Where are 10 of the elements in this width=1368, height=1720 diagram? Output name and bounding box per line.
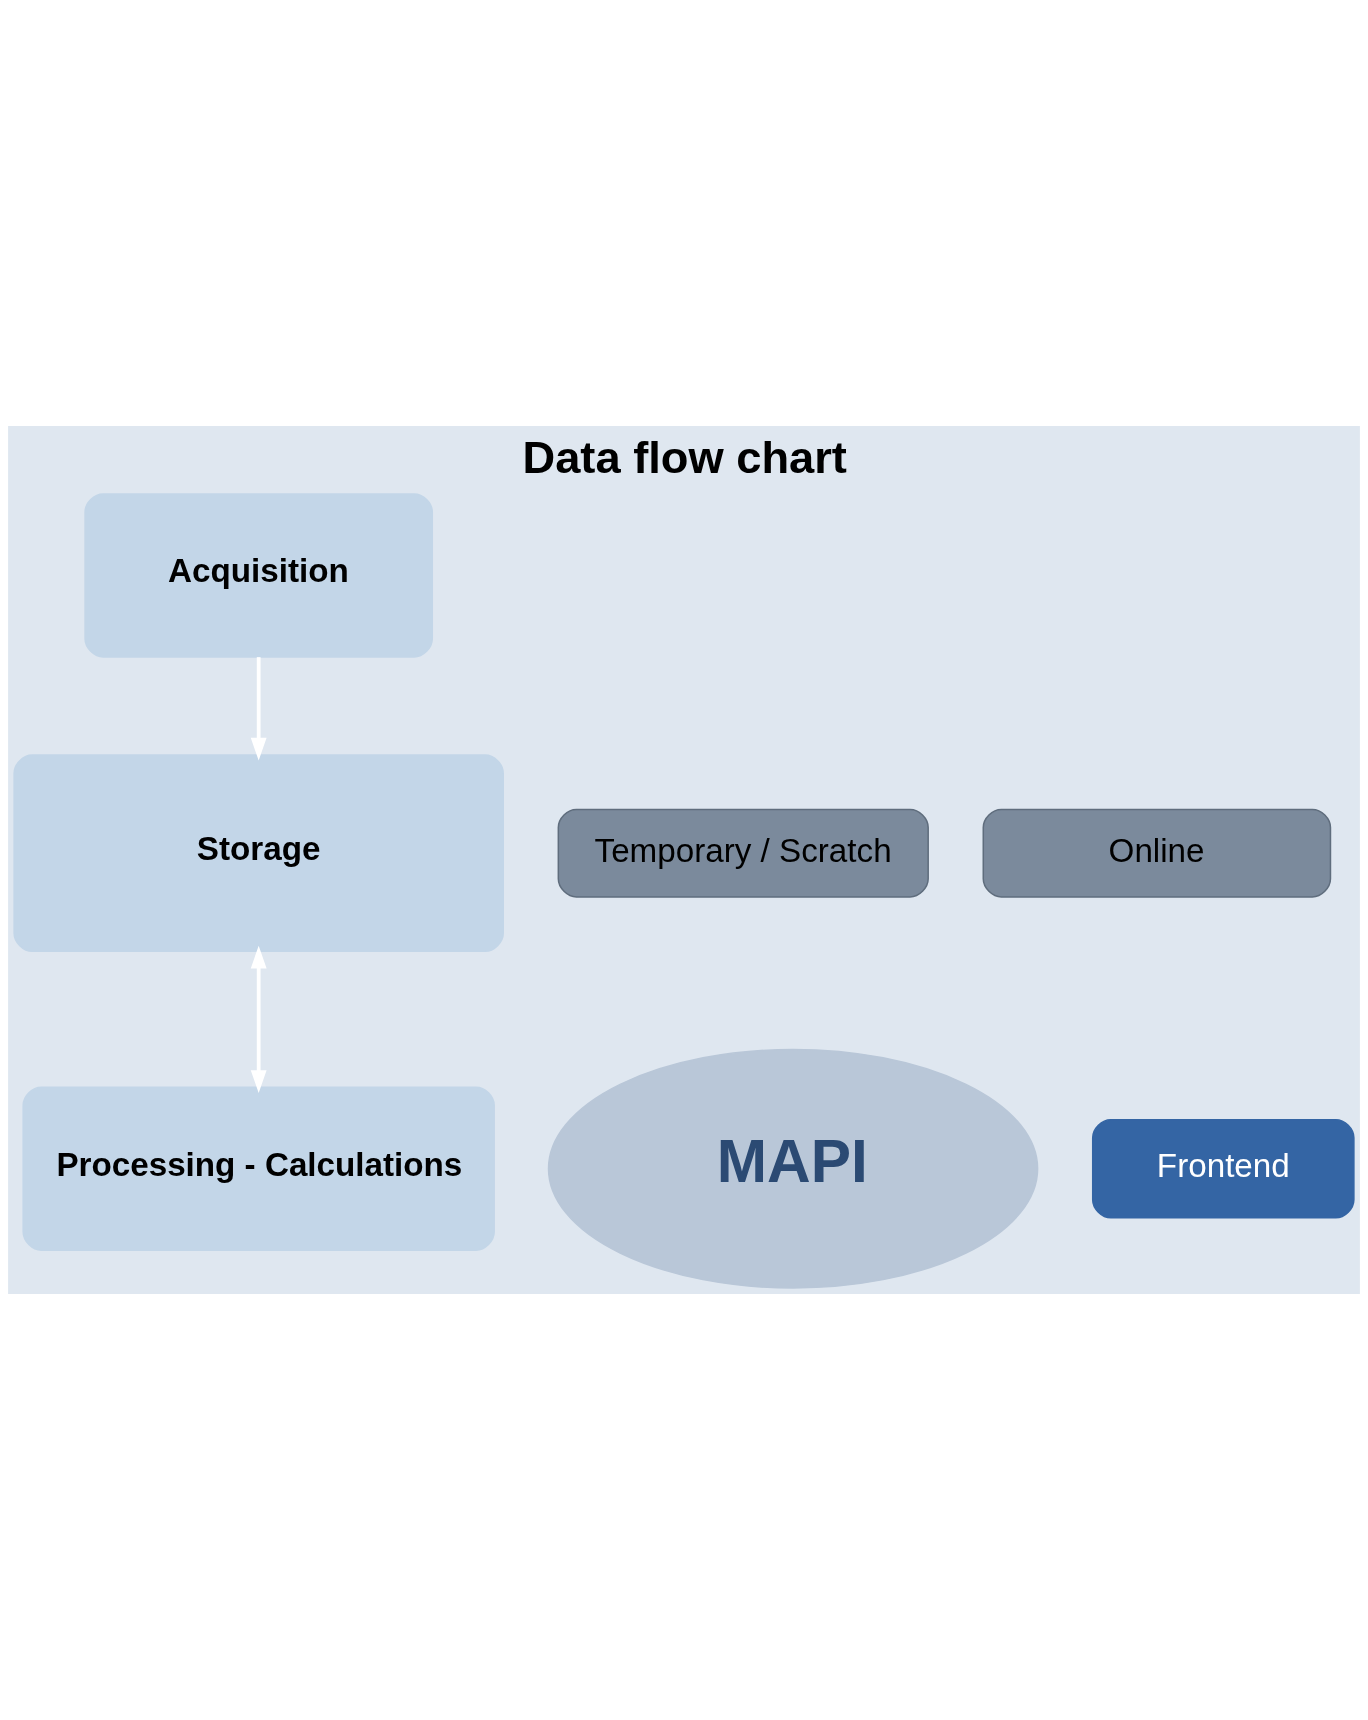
node-box: Storage bbox=[13, 754, 504, 953]
arrow bbox=[250, 657, 267, 761]
node-box: Frontend bbox=[1091, 1118, 1355, 1219]
diagram-title: Data flow chart bbox=[522, 431, 847, 483]
node-box: Online bbox=[982, 808, 1332, 898]
node-box: Acquisition bbox=[84, 493, 434, 658]
node-ellipse: MAPI bbox=[547, 1048, 1039, 1289]
arrow bbox=[250, 945, 267, 1093]
node-box: Processing - Calculations bbox=[22, 1086, 495, 1251]
node-box: Temporary / Scratch bbox=[557, 808, 929, 898]
